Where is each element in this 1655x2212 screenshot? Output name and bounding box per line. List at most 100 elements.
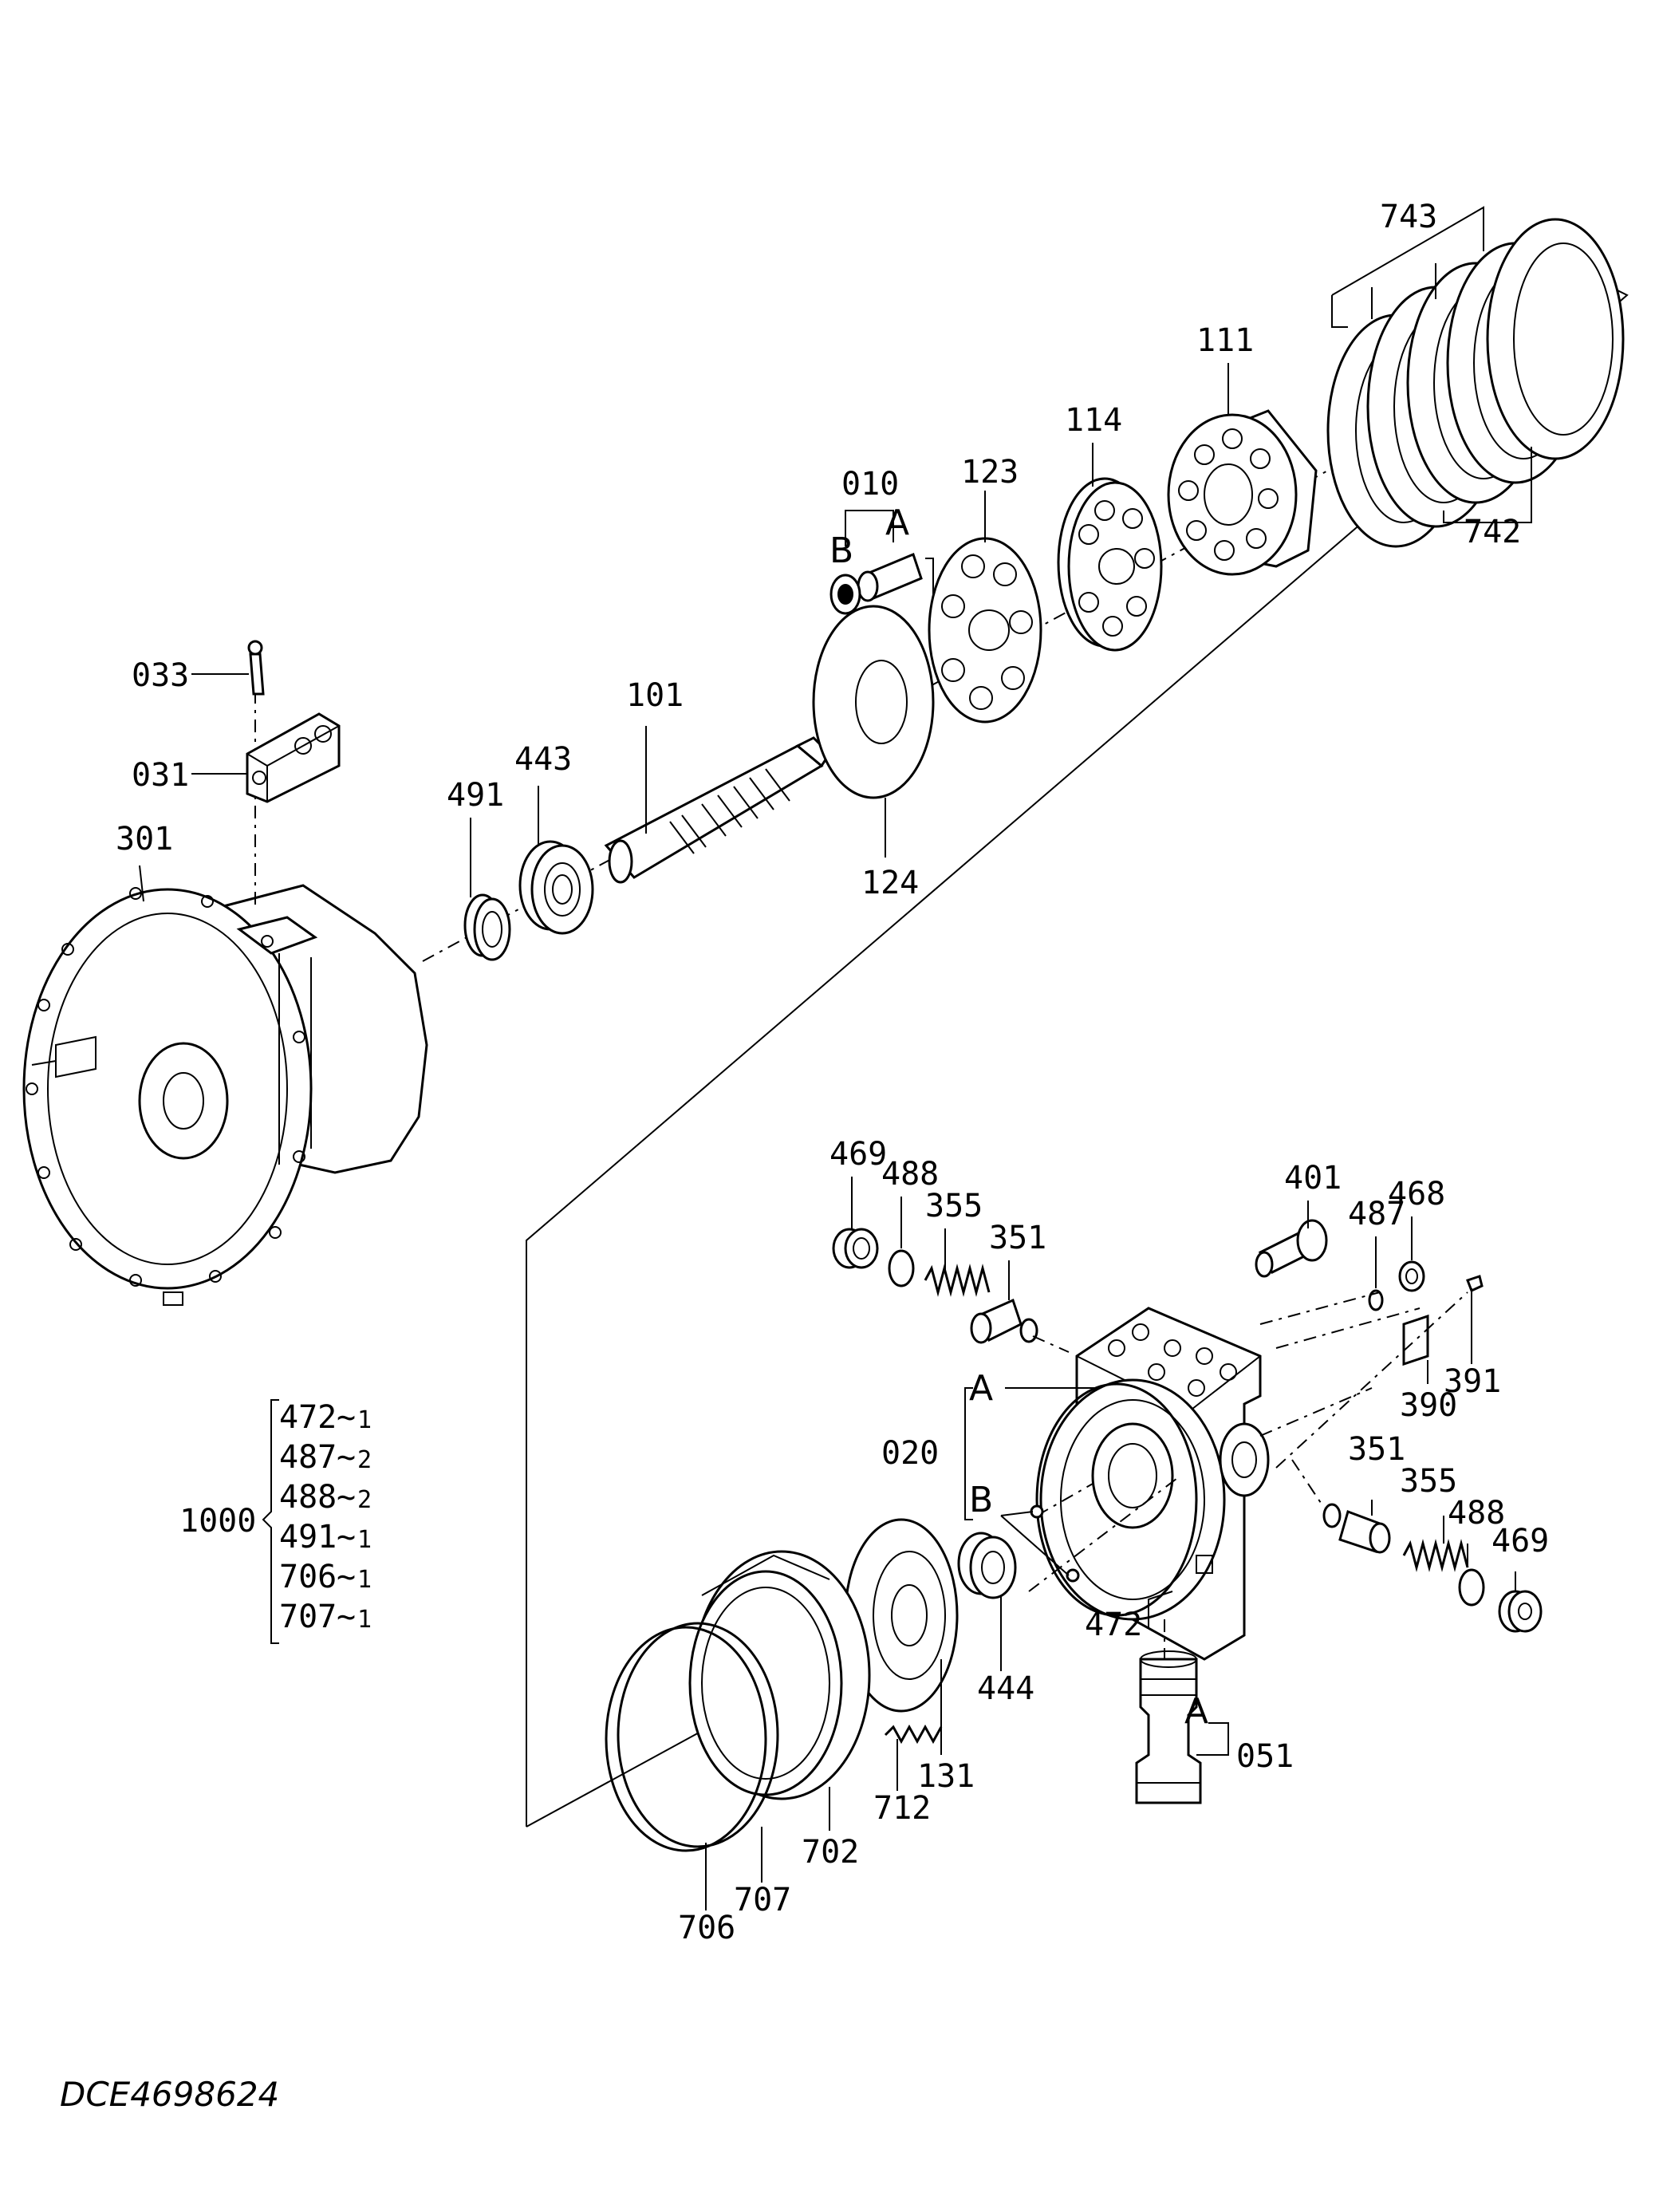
label-355-right: 355 — [1400, 1463, 1457, 1500]
spring-355-right — [1402, 1539, 1469, 1572]
kit-item-part: 472 — [279, 1399, 337, 1436]
kit-item-qty: 1 — [357, 1606, 372, 1634]
kit-bracket — [262, 1399, 279, 1644]
friction-plates-742-743 — [1326, 218, 1625, 548]
pin-020-b2 — [1066, 1568, 1080, 1583]
rings-706-707 — [605, 1622, 779, 1852]
label-707: 707 — [734, 1882, 791, 1918]
label-020-b: B — [969, 1480, 993, 1520]
lower-part-labels: 469 488 355 351 401 487 468 A 020 B 390 … — [678, 1136, 1549, 1946]
label-020-a: A — [969, 1368, 993, 1409]
valve-block-031 — [246, 712, 341, 803]
plate-114 — [1057, 477, 1163, 652]
label-469-right: 469 — [1491, 1523, 1549, 1559]
label-491: 491 — [447, 777, 504, 814]
bolt-401 — [1255, 1219, 1328, 1278]
svg-text:~: ~ — [337, 1559, 356, 1595]
kit-item-qty: 1 — [357, 1526, 372, 1554]
label-443: 443 — [514, 741, 572, 778]
centre-line-020a — [1032, 1335, 1070, 1353]
oring-472 — [1035, 1382, 1198, 1617]
svg-text:~: ~ — [337, 1479, 356, 1516]
label-033: 033 — [132, 657, 189, 694]
label-114: 114 — [1065, 402, 1122, 439]
pin-391 — [1466, 1275, 1484, 1293]
svg-text:~: ~ — [337, 1439, 356, 1476]
label-391: 391 — [1444, 1363, 1501, 1400]
spring-355-left — [924, 1264, 991, 1297]
label-743: 743 — [1380, 199, 1437, 235]
kit-item: 706 ~ 1 — [279, 1559, 372, 1595]
valve-cover-020 — [1039, 1307, 1270, 1661]
lower-leader-lines — [705, 1177, 1516, 1910]
centre-line-020d — [1259, 1387, 1373, 1437]
label-301: 301 — [116, 821, 173, 858]
kit-item: 472 ~ 1 — [279, 1399, 372, 1436]
label-010-b: B — [829, 530, 853, 571]
plug-469-right — [1498, 1590, 1543, 1633]
kit-item-part: 491 — [279, 1519, 337, 1555]
plate-124 — [812, 605, 935, 799]
label-123: 123 — [961, 454, 1019, 491]
label-355-left: 355 — [925, 1188, 983, 1224]
kit-item: 488 ~ 2 — [279, 1479, 372, 1516]
piston-010 — [829, 552, 923, 615]
label-472: 472 — [1085, 1607, 1142, 1643]
kit-item: 707 ~ 1 — [279, 1599, 372, 1635]
label-124: 124 — [861, 865, 919, 901]
svg-text:~: ~ — [337, 1399, 356, 1436]
centre-line-444 — [1036, 1483, 1093, 1516]
label-010: 010 — [841, 466, 899, 503]
kit-item-part: 706 — [279, 1559, 337, 1595]
label-444: 444 — [977, 1670, 1034, 1707]
bearing-443 — [518, 840, 594, 935]
poppet-351-left — [970, 1298, 1038, 1344]
label-131: 131 — [917, 1758, 975, 1795]
oring-488-left — [888, 1249, 915, 1287]
label-351-right: 351 — [1348, 1431, 1405, 1468]
plug-468 — [1398, 1260, 1425, 1292]
label-111: 111 — [1196, 322, 1254, 359]
spring-712 — [884, 1724, 943, 1745]
assembly-boundary-bottom — [526, 1730, 703, 1828]
label-488-right: 488 — [1448, 1495, 1505, 1532]
label-010-a: A — [885, 503, 909, 543]
pin-020-b1 — [1030, 1504, 1044, 1519]
centre-line-020f — [1291, 1459, 1325, 1508]
upper-leader-lines — [139, 206, 1532, 902]
upper-part-labels: 743 111 114 123 010 B A 742 033 031 101 … — [116, 199, 1521, 901]
plate-390 — [1402, 1314, 1429, 1366]
seal-491 — [463, 893, 511, 961]
relief-valve-051 — [1135, 1650, 1202, 1804]
label-706: 706 — [678, 1910, 735, 1946]
housing-301 — [22, 884, 428, 1306]
label-401: 401 — [1284, 1160, 1342, 1197]
label-488-left: 488 — [881, 1156, 939, 1193]
kit-item-qty: 1 — [357, 1566, 372, 1594]
shaft-101 — [604, 736, 831, 884]
label-742: 742 — [1464, 514, 1521, 550]
label-031: 031 — [132, 757, 189, 794]
label-020: 020 — [881, 1435, 939, 1472]
plug-469-left — [832, 1228, 879, 1269]
poppet-351-right — [1322, 1503, 1391, 1554]
kit-item: 487 ~ 2 — [279, 1439, 372, 1476]
label-351-left: 351 — [989, 1220, 1046, 1256]
kit-number: 1000 — [179, 1503, 256, 1540]
svg-text:~: ~ — [337, 1599, 356, 1635]
label-390: 390 — [1400, 1387, 1457, 1424]
pin-033 — [247, 640, 265, 696]
kit-item-part: 487 — [279, 1439, 337, 1476]
cylinder-block-111 — [1167, 409, 1318, 576]
label-487: 487 — [1348, 1196, 1405, 1232]
kit-item-qty: 1 — [357, 1406, 372, 1434]
retainer-123 — [928, 537, 1042, 724]
kit-list-1000: 1000 472 ~ 1 487 ~ 2 488 ~ 2 491 ~ 1 706… — [179, 1399, 372, 1635]
label-469-left: 469 — [829, 1136, 887, 1173]
centre-line-020c — [1275, 1307, 1421, 1349]
bearing-444 — [957, 1532, 1017, 1599]
label-051: 051 — [1236, 1738, 1294, 1775]
label-702: 702 — [802, 1834, 859, 1871]
oring-487 — [1368, 1289, 1384, 1311]
